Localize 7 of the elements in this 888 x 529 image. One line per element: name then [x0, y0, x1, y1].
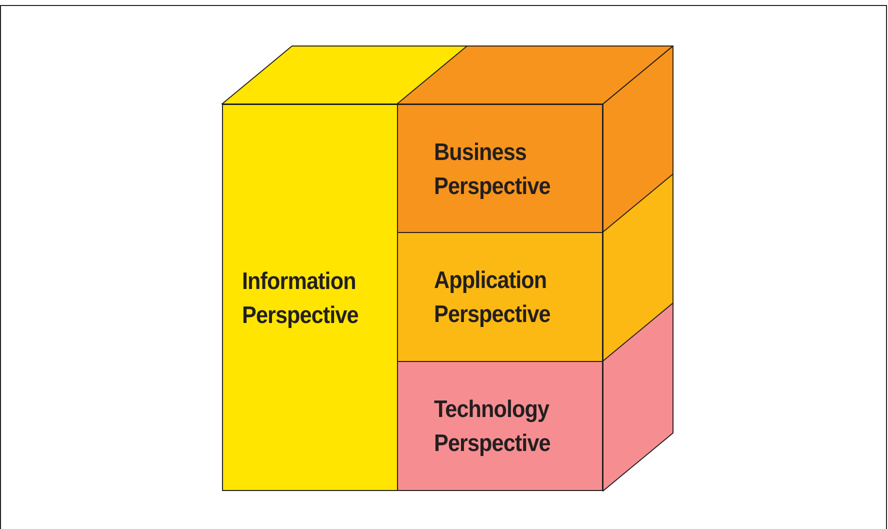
face-label: Information Perspective [242, 266, 360, 330]
cube-face [397, 232, 603, 362]
cube-face [397, 361, 603, 491]
cube-face [397, 104, 603, 233]
face-label: Application Perspective [434, 266, 552, 330]
face-label: Business Perspective [434, 138, 552, 202]
face-label: Technology Perspective [434, 395, 552, 459]
